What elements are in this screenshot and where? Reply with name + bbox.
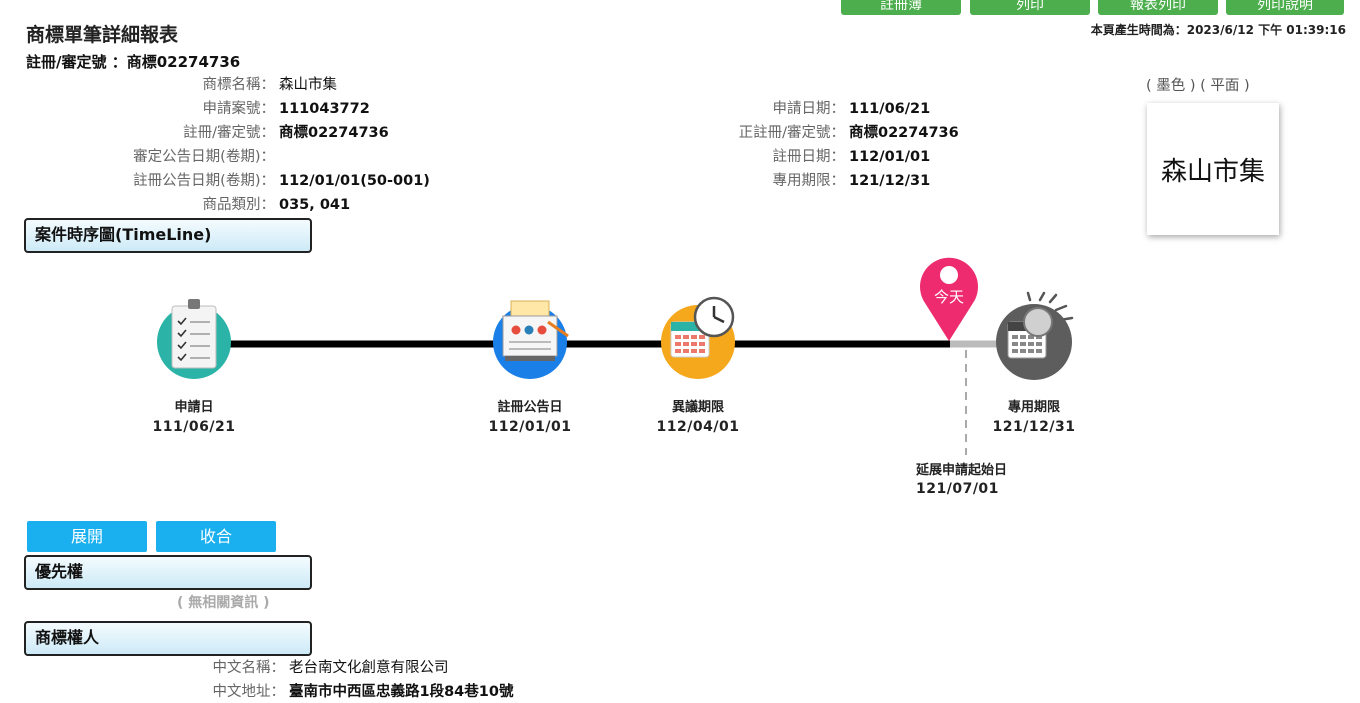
registration-announce-value: 112/01/01(50-001): [279, 173, 430, 189]
field-separator: ：: [830, 101, 846, 117]
field-owner-name: 中文名稱：: [0, 657, 286, 679]
field-separator: ：: [260, 149, 276, 165]
field-registration-date: 註冊日期：: [500, 146, 846, 168]
field-separator: ：: [830, 173, 846, 189]
field-examination-announce-date: 審定公告日期(卷期)：: [0, 146, 275, 168]
field-application-date: 申請日期：: [500, 98, 846, 120]
collapse-button[interactable]: 收合: [156, 521, 276, 552]
field-separator: ：: [260, 77, 276, 93]
exclusive-term-value: 121/12/31: [849, 173, 931, 189]
field-label: 申請案號: [202, 101, 261, 117]
field-application-no: 申請案號：: [0, 98, 276, 120]
calendar-bulb-icon: [996, 291, 1074, 380]
field-label: 專用期限: [772, 173, 831, 189]
timeline-event-label: 註冊公告日: [497, 400, 563, 415]
field-separator: ：: [260, 173, 276, 189]
application-date-value: 111/06/21: [849, 101, 931, 117]
field-separator: ：: [260, 125, 276, 141]
owner-section-header[interactable]: 商標權人: [24, 621, 312, 656]
field-owner-address: 中文地址：: [0, 681, 286, 703]
timeline-event-label: 專用期限: [1007, 400, 1060, 415]
field-separator: ：: [260, 101, 276, 117]
timeline-event-label: 申請日: [174, 400, 214, 415]
timeline-event-date: 112/01/01: [488, 419, 572, 435]
application-no-value: 111043772: [279, 101, 370, 117]
registration-date-value: 112/01/01: [849, 149, 931, 165]
field-label: 申請日期: [772, 101, 831, 117]
trademark-image-text: 森山市集: [1160, 156, 1265, 187]
trademark-image: 森山市集: [1147, 103, 1279, 235]
today-marker-icon: [920, 257, 978, 341]
owner-address-value: 臺南市中西區忠義路1段84巷10號: [289, 684, 514, 700]
priority-no-info: ( 無相關資訊 ): [177, 595, 270, 611]
field-label: 中文地址: [212, 684, 271, 700]
registration-heading: 註冊/審定號 ：商標02274736: [26, 53, 241, 71]
field-label: 商品類別: [202, 197, 261, 213]
today-label: 今天: [934, 289, 964, 306]
field-separator: ：: [270, 660, 286, 676]
timeline-event-date: 121/12/31: [992, 419, 1076, 435]
renewal-date: 121/07/01: [916, 481, 999, 497]
field-label: 審定公告日期(卷期): [133, 149, 261, 165]
trademark-name-value: 森山市集: [279, 77, 337, 93]
field-label: 註冊/審定號: [183, 125, 261, 141]
owner-name-value: 老台南文化創意有限公司: [289, 660, 449, 676]
field-separator: ：: [830, 125, 846, 141]
field-formal-registration-no: 正註冊/審定號：: [500, 122, 845, 144]
field-registration-announce-date: 註冊公告日期(卷期)：: [0, 170, 275, 192]
report-print-button[interactable]: 報表列印: [1098, 0, 1218, 15]
field-separator: ：: [270, 684, 286, 700]
expand-button[interactable]: 展開: [27, 521, 147, 552]
field-registration-no: 註冊/審定號：: [0, 122, 275, 144]
calendar-clock-icon: [661, 296, 735, 379]
print-help-button[interactable]: 列印說明: [1226, 0, 1344, 15]
field-separator: ：: [260, 197, 276, 213]
field-separator: ：: [830, 149, 846, 165]
registration-no-value: 商標02274736: [279, 125, 389, 141]
formal-registration-no-value: 商標02274736: [849, 125, 959, 141]
goods-class-value: 035, 041: [279, 197, 351, 213]
renewal-label: 延展申請起始日: [916, 463, 1008, 478]
image-caption: ( 墨色 ) ( 平面 ): [1146, 78, 1250, 94]
field-trademark-name: 商標名稱：: [0, 74, 276, 96]
field-label: 註冊公告日期(卷期): [133, 173, 261, 189]
field-label: 註冊日期: [772, 149, 831, 165]
timeline-section-header[interactable]: 案件時序圖(TimeLine): [24, 218, 312, 253]
notice-board-icon: [493, 300, 569, 379]
generated-time: 本頁產生時間為：2023/6/12 下午 01:39:16: [1090, 23, 1346, 37]
timeline-event-label: 異議期限: [671, 400, 724, 415]
register-book-button[interactable]: 註冊簿: [841, 0, 961, 15]
print-button[interactable]: 列印: [970, 0, 1090, 15]
field-label: 商標名稱: [202, 77, 261, 93]
timeline-event-date: 112/04/01: [656, 419, 740, 435]
page-title: 商標單筆詳細報表: [26, 24, 179, 46]
timeline-event-date: 111/06/21: [152, 419, 236, 435]
field-label: 中文名稱: [212, 660, 271, 676]
timeline-chart: 今天: [157, 257, 1074, 455]
field-label: 正註冊/審定號: [738, 125, 831, 141]
priority-section-header[interactable]: 優先權: [24, 555, 312, 590]
clipboard-checklist-icon: [157, 299, 231, 379]
field-goods-class: 商品類別：: [0, 194, 276, 216]
field-exclusive-term: 專用期限：: [500, 170, 846, 192]
